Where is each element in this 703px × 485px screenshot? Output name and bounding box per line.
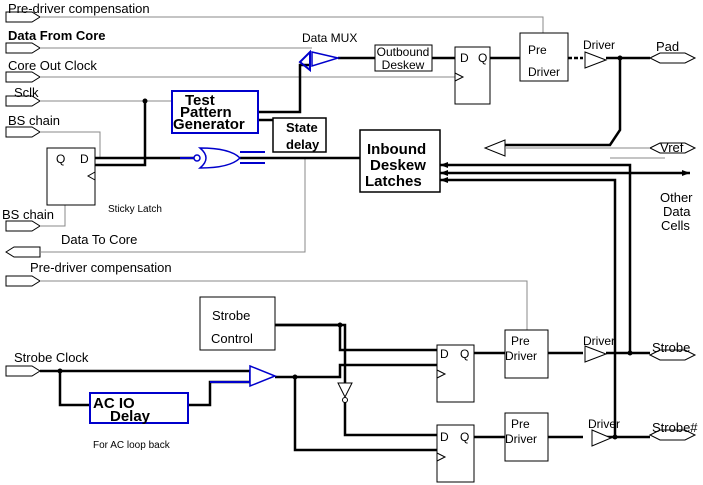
svg-text:Deskew: Deskew (382, 58, 425, 72)
svg-text:Q: Q (56, 152, 65, 166)
svg-text:Driver: Driver (588, 417, 620, 431)
pin-pre-driver-comp-top (5, 11, 41, 23)
driver-top: Driver (583, 38, 615, 69)
label-data-to-core: Data To Core (61, 232, 137, 247)
flip-flop-strobe-n: D Q (436, 424, 475, 483)
svg-text:Driver: Driver (528, 65, 560, 79)
outbound-deskew-block: Outbound Deskew (374, 44, 433, 72)
label-pad: Pad (656, 39, 679, 54)
signal-labels: Pre-driver compensation Data From Core C… (2, 1, 698, 435)
svg-text:Inbound: Inbound (367, 141, 426, 158)
pin-core-out-clock (5, 71, 41, 83)
svg-text:Pre: Pre (528, 43, 547, 57)
sticky-latch: Q D Sticky Latch (46, 147, 162, 215)
input-pins (5, 11, 41, 377)
svg-text:AC IO: AC IO (93, 395, 135, 412)
strobe-control: Strobe Control (199, 296, 276, 351)
svg-text:Q: Q (460, 347, 469, 361)
label-pre-driver-comp-bottom: Pre-driver compensation (30, 260, 172, 275)
svg-text:D: D (440, 430, 449, 444)
label-sclk: Sclk (14, 85, 39, 100)
label-bs-chain-in: BS chain (8, 113, 60, 128)
pin-pad (648, 52, 697, 64)
data-mux: Data MUX (302, 31, 357, 68)
label-data-from-core: Data From Core (8, 28, 106, 43)
pin-strobe-n (648, 429, 697, 441)
svg-text:For AC loop back: For AC loop back (93, 440, 171, 451)
svg-text:D: D (440, 347, 449, 361)
svg-text:State: State (286, 120, 318, 135)
svg-text:Data MUX: Data MUX (302, 31, 357, 45)
output-pins (648, 52, 697, 441)
svg-text:Test: Test (185, 92, 215, 109)
svg-text:Cells: Cells (661, 218, 690, 233)
pin-bs-chain-in (5, 126, 41, 138)
pin-data-to-core (5, 246, 41, 258)
pin-vref (648, 142, 697, 154)
junction-dots (57, 55, 633, 440)
svg-text:Pre: Pre (511, 334, 530, 348)
other-data-cells-label: Other Data Cells (660, 190, 693, 233)
svg-text:Other: Other (660, 190, 693, 205)
label-strobe: Strobe (652, 340, 690, 355)
thick-wires (40, 56, 690, 452)
strobe-mux (249, 364, 278, 388)
svg-text:Deskew: Deskew (370, 157, 426, 174)
svg-text:Sticky Latch: Sticky Latch (108, 204, 162, 215)
pin-pre-driver-comp-bottom (5, 275, 41, 287)
pin-sclk (5, 95, 41, 107)
input-gate (193, 147, 242, 169)
flip-flop-top: D Q (454, 46, 491, 105)
driver-strobe: Driver (583, 334, 615, 363)
svg-text:Driver: Driver (583, 38, 615, 52)
driver-strobe-n: Driver (588, 417, 620, 447)
svg-text:Data: Data (663, 204, 691, 219)
arrow-heads (440, 162, 690, 183)
pin-bs-chain-out (5, 220, 41, 232)
svg-text:Latches: Latches (365, 173, 422, 190)
label-strobe-clock: Strobe Clock (14, 350, 89, 365)
pre-driver-top: Pre Driver (519, 32, 569, 82)
svg-text:Outbound: Outbound (377, 45, 430, 59)
svg-text:Q: Q (478, 51, 487, 65)
inbound-deskew-latches: Inbound Deskew Latches (359, 129, 441, 193)
svg-text:Pre: Pre (511, 417, 530, 431)
pre-driver-strobe: Pre Driver (504, 329, 549, 379)
pin-strobe (648, 349, 697, 361)
svg-text:Driver: Driver (505, 349, 537, 363)
strobe-inverter (337, 382, 353, 403)
svg-text:Q: Q (460, 430, 469, 444)
label-bs-chain-out: BS chain (2, 207, 54, 222)
pin-data-from-core (5, 42, 41, 54)
label-strobe-n: Strobe# (652, 420, 698, 435)
state-delay-block: State delay (272, 117, 327, 153)
svg-text:Driver: Driver (583, 334, 615, 348)
svg-text:Pattern: Pattern (180, 104, 232, 121)
flip-flop-strobe: D Q (436, 344, 475, 403)
label-pre-driver-comp-top: Pre-driver compensation (8, 1, 150, 16)
svg-text:D: D (460, 51, 469, 65)
svg-text:Delay: Delay (110, 408, 151, 425)
ac-io-delay: AC IO Delay For AC loop back (89, 392, 189, 451)
pin-strobe-clock (5, 365, 41, 377)
svg-text:Control: Control (211, 331, 253, 346)
svg-text:delay: delay (286, 137, 320, 152)
label-core-out-clock: Core Out Clock (8, 58, 97, 73)
svg-text:Generator: Generator (173, 116, 245, 133)
pre-driver-strobe-n: Pre Driver (504, 412, 549, 462)
vref-buffer (483, 139, 650, 157)
thin-wires (40, 16, 665, 330)
svg-text:Strobe: Strobe (212, 308, 250, 323)
svg-text:Driver: Driver (505, 432, 537, 446)
test-pattern-generator: Test Pattern Generator (171, 90, 259, 134)
svg-text:D: D (80, 152, 89, 166)
label-vref: Vref (660, 140, 684, 155)
